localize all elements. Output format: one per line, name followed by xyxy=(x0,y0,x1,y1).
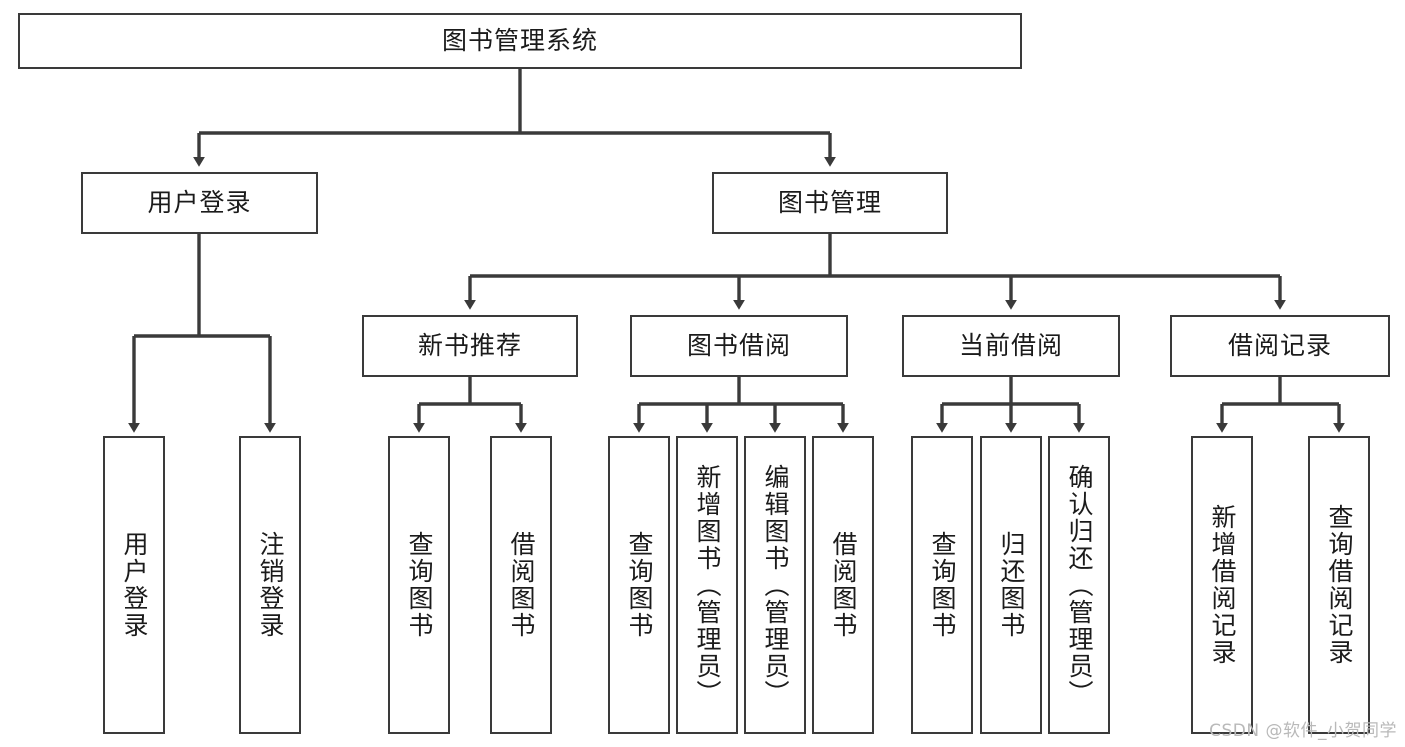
node-label: 查询借阅记录 xyxy=(1325,504,1354,666)
node-label: 注销登录 xyxy=(256,531,285,639)
node-label: 当前借阅 xyxy=(958,331,1063,361)
node-label: 查询图书 xyxy=(625,531,654,639)
node-label: 新增借阅记录 xyxy=(1208,504,1237,666)
leaf-add-borrow-record[interactable]: 新增借阅记录 xyxy=(1191,436,1253,734)
node-label: 图书管理 xyxy=(777,188,882,218)
csdn-watermark: CSDN @软件_小贺同学 xyxy=(1209,721,1397,741)
leaf-confirm-return[interactable]: 确认归还（管理员） xyxy=(1048,436,1110,734)
leaf-borrow-book[interactable]: 借阅图书 xyxy=(812,436,874,734)
node-label: 新书推荐 xyxy=(417,331,522,361)
node-label: 用户登录 xyxy=(120,531,149,639)
node-root-system[interactable]: 图书管理系统 xyxy=(18,13,1022,69)
leaf-logout-login[interactable]: 注销登录 xyxy=(239,436,301,734)
leaf-add-book[interactable]: 新增图书（管理员） xyxy=(676,436,738,734)
node-label: 查询图书 xyxy=(405,531,434,639)
leaf-return-book[interactable]: 归还图书 xyxy=(980,436,1042,734)
leaf-edit-book[interactable]: 编辑图书（管理员） xyxy=(744,436,806,734)
node-new-book-recommend[interactable]: 新书推荐 xyxy=(362,315,578,377)
node-label: 归还图书 xyxy=(997,531,1026,639)
node-label: 借阅记录 xyxy=(1227,331,1332,361)
node-book-borrow[interactable]: 图书借阅 xyxy=(630,315,848,377)
leaf-query-book-borrow[interactable]: 查询图书 xyxy=(608,436,670,734)
leaf-query-borrow-record[interactable]: 查询借阅记录 xyxy=(1308,436,1370,734)
node-current-borrow[interactable]: 当前借阅 xyxy=(902,315,1120,377)
node-label: 图书管理系统 xyxy=(441,26,598,56)
node-user-login[interactable]: 用户登录 xyxy=(81,172,318,234)
leaf-query-book-recommend[interactable]: 查询图书 xyxy=(388,436,450,734)
node-label: 用户登录 xyxy=(147,188,252,218)
node-label: 确认归还（管理员） xyxy=(1065,463,1094,707)
node-label: 借阅图书 xyxy=(829,531,858,639)
node-book-manage[interactable]: 图书管理 xyxy=(712,172,948,234)
node-label: 编辑图书（管理员） xyxy=(761,463,790,707)
leaf-user-login[interactable]: 用户登录 xyxy=(103,436,165,734)
node-label: 借阅图书 xyxy=(507,531,536,639)
leaf-query-book-current[interactable]: 查询图书 xyxy=(911,436,973,734)
node-borrow-record[interactable]: 借阅记录 xyxy=(1170,315,1390,377)
node-label: 新增图书（管理员） xyxy=(693,463,722,707)
node-label: 查询图书 xyxy=(928,531,957,639)
leaf-borrow-book-recommend[interactable]: 借阅图书 xyxy=(490,436,552,734)
node-label: 图书借阅 xyxy=(686,331,791,361)
